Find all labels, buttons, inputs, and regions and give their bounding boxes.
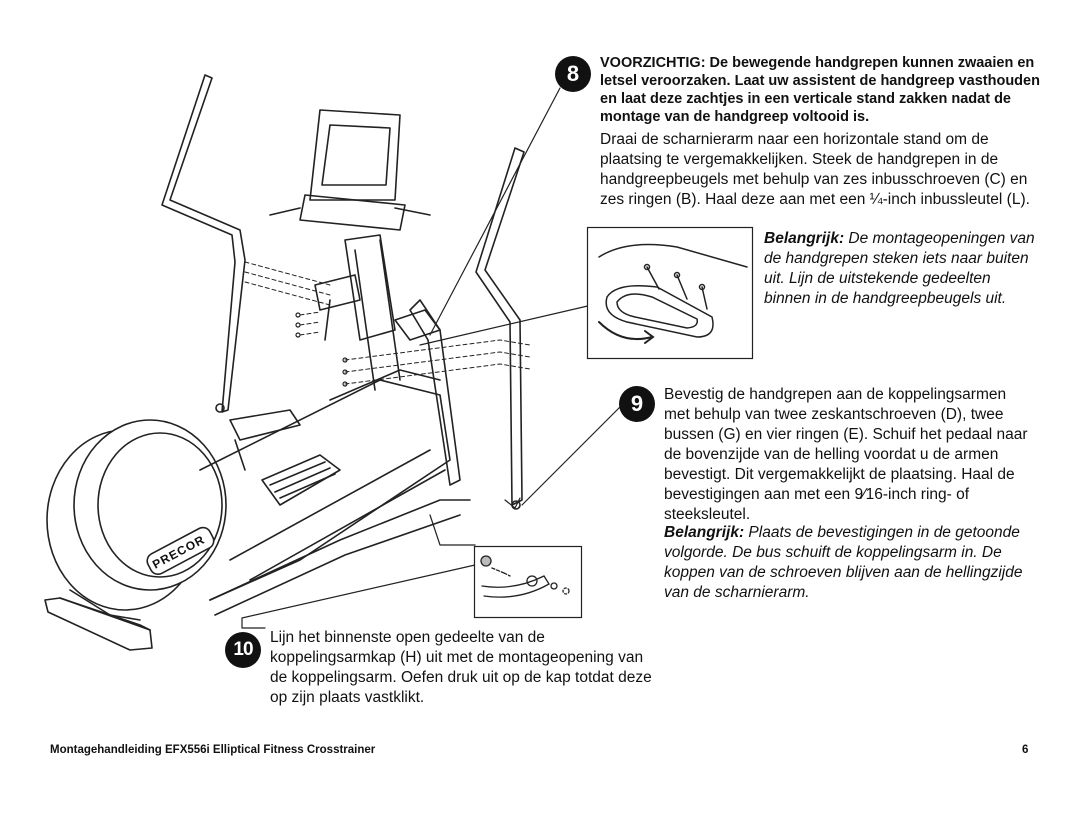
coupling-arm-detail-inset (473, 545, 583, 619)
footer-title: Montagehandleiding EFX556i Elliptical Fi… (50, 744, 376, 756)
step-9-note-label: Belangrijk: (664, 524, 745, 541)
page-number: 6 (1022, 744, 1029, 756)
step-8-number: 8 (566, 61, 580, 86)
step-8-note-text: De montageopeningen van de handgrepen st… (764, 230, 1035, 307)
mast (344, 234, 396, 341)
pedal-left (229, 409, 301, 441)
step-8-badge: 8 (555, 56, 591, 92)
step-10-body: Lijn het binnenste open gedeelte van de … (270, 629, 652, 706)
left-handle-arm (161, 74, 246, 413)
right-handle-arm (475, 147, 525, 506)
step-8-warning: VOORZICHTIG: De bewegende handgrepen kun… (600, 55, 1040, 125)
step-9-note-text: Plaats de bevestigingen in de getoonde v… (664, 524, 1023, 601)
step-8-body: Draai de scharnierarm naar een horizonta… (600, 131, 1030, 208)
console (309, 109, 401, 201)
pedal-right (261, 454, 341, 506)
step-9-number: 9 (630, 391, 644, 416)
step-9-body: Bevestig de handgrepen aan de koppelings… (664, 386, 1028, 523)
step-9-badge: 9 (619, 386, 655, 422)
brand-plate (146, 526, 215, 576)
step-10-number: 10 (233, 639, 253, 660)
step-8-note: Belangrijk: De montageopeningen van de h… (764, 229, 1039, 309)
step-9-note: Belangrijk: Plaats de bevestigingen in d… (664, 523, 1036, 603)
ramp-frame (199, 379, 451, 601)
handgrip-mount-detail-inset (586, 226, 754, 360)
step-8-note-label: Belangrijk: (764, 230, 845, 247)
step-10-badge: 10 (225, 632, 261, 668)
